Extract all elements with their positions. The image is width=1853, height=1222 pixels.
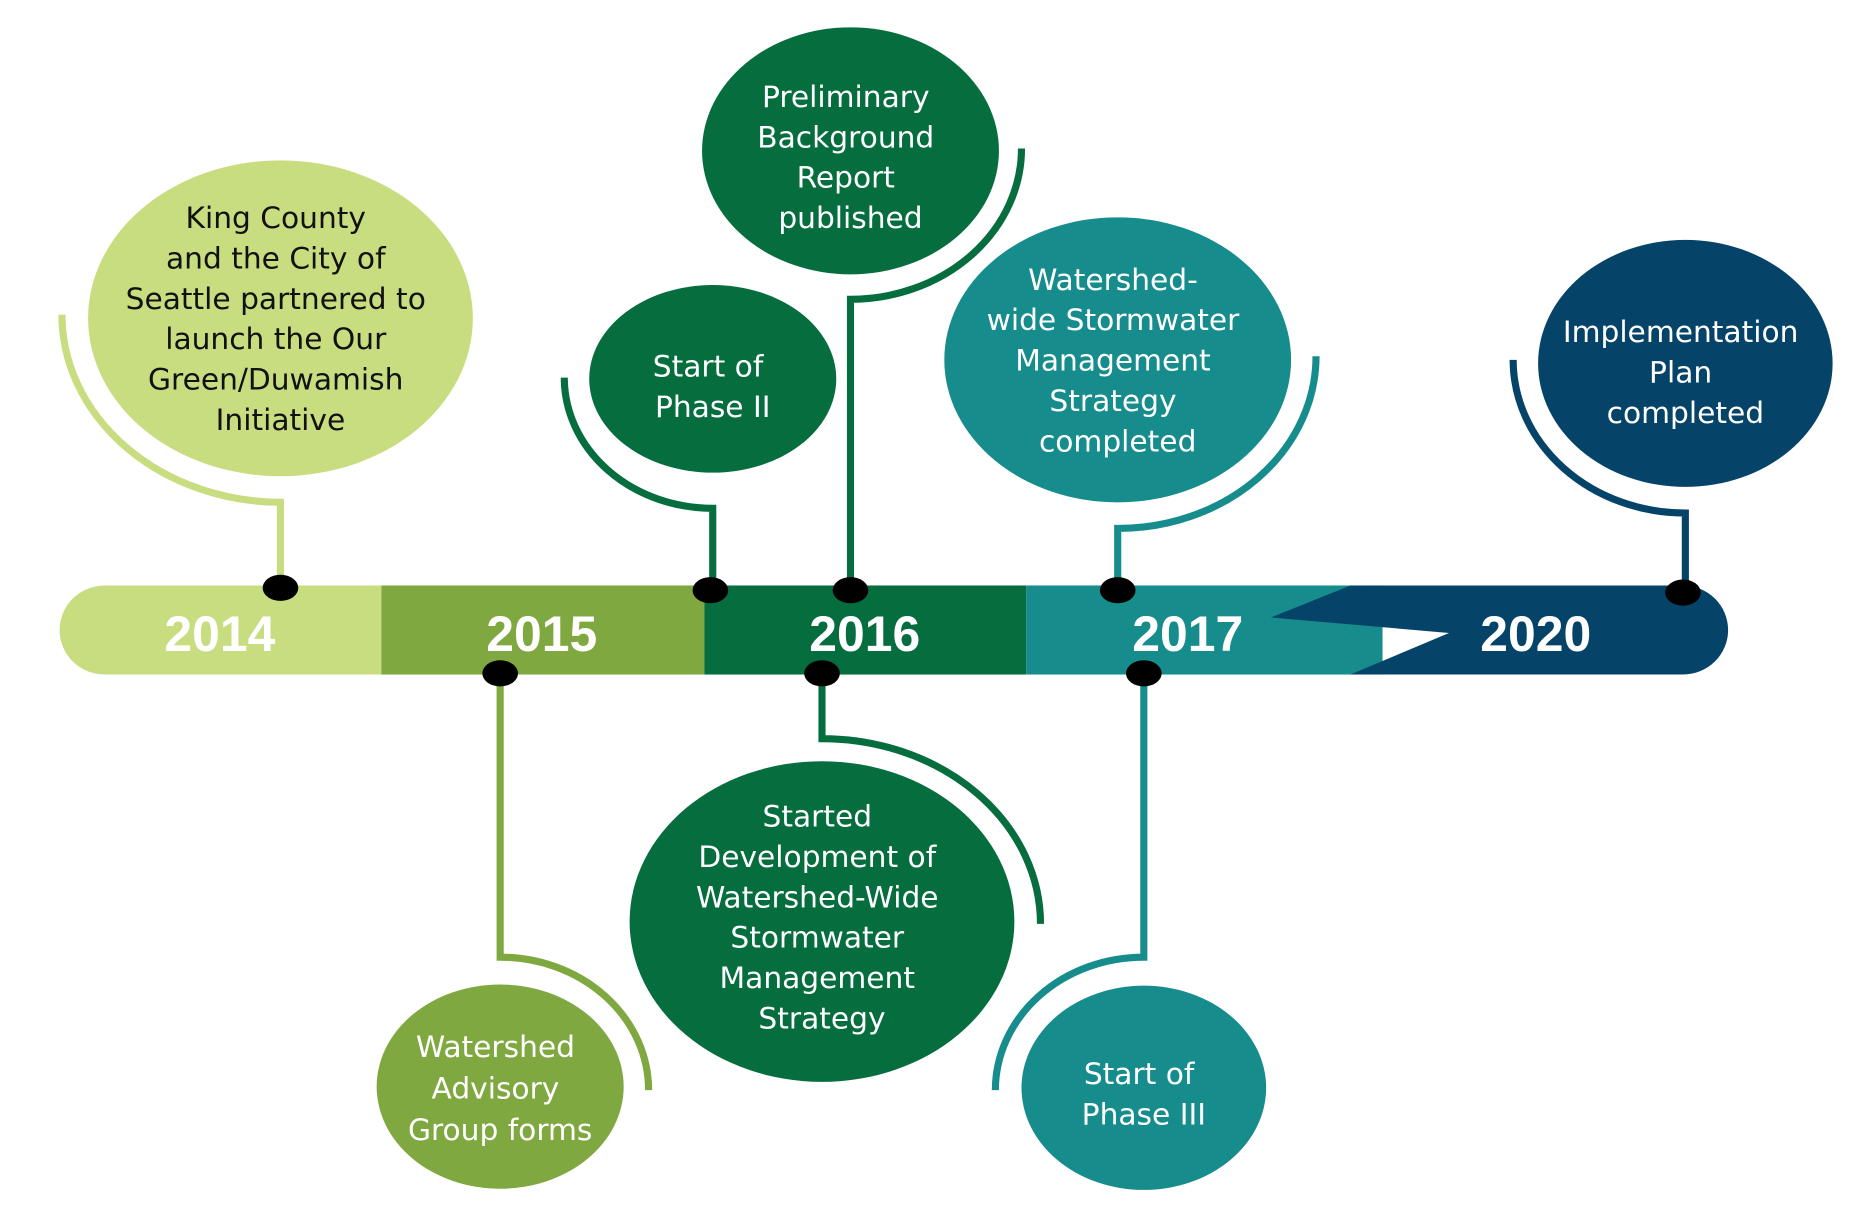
svg-text:Start of Phase III: Start of Phase III bbox=[1082, 1056, 1206, 1131]
timeline-bar: 2014 2015 2016 2017 2020 bbox=[59, 585, 1729, 675]
svg-text:Watershed- wide Stormwat: Watershed- wide Stormwater Management St… bbox=[987, 262, 1249, 459]
connector-5 bbox=[1114, 356, 1320, 591]
marker-dot bbox=[692, 577, 729, 604]
event-bubble-phase-iii: Start of Phase III bbox=[1021, 985, 1267, 1190]
marker-dot bbox=[804, 660, 840, 687]
svg-text:King County and the City: King County and the City of Seattle part… bbox=[126, 200, 436, 437]
svg-text:Started Development of: Started Development of Watershed-Wide St… bbox=[696, 799, 948, 1036]
year-label-2017: 2017 bbox=[1132, 606, 1243, 662]
segment-2016 bbox=[704, 585, 1027, 675]
year-label-2014: 2014 bbox=[164, 606, 275, 662]
connectors bbox=[58, 148, 1689, 1091]
marker-dot bbox=[262, 574, 299, 601]
segment-2020 bbox=[1270, 585, 1729, 675]
event-bubble-strategy-development: Started Development of Watershed-Wide St… bbox=[629, 761, 1015, 1082]
marker-dot bbox=[482, 660, 518, 687]
year-label-2020: 2020 bbox=[1480, 606, 1591, 662]
marker-dot bbox=[1126, 660, 1162, 687]
connector-0 bbox=[58, 314, 285, 588]
event-bubble-background-report: Preliminary Background Report published bbox=[702, 27, 999, 275]
svg-text:Watershed Advisory: Watershed Advisory Group forms bbox=[408, 1029, 592, 1147]
segment-2015 bbox=[381, 585, 705, 675]
svg-text:Preliminary Background: Preliminary Background Report published bbox=[757, 79, 943, 235]
segment-2014 bbox=[59, 585, 382, 675]
connector-2 bbox=[560, 377, 717, 591]
connector-1 bbox=[496, 673, 653, 1091]
connector-3 bbox=[846, 148, 1026, 591]
event-bubble-phase-ii: Start of Phase II bbox=[589, 285, 837, 473]
marker-dot bbox=[832, 577, 869, 604]
connector-7 bbox=[1509, 359, 1689, 593]
connector-4 bbox=[818, 673, 1045, 924]
event-bubble-2014-launch: King County and the City of Seattle part… bbox=[88, 160, 473, 477]
connector-6 bbox=[991, 673, 1148, 1091]
marker-dot bbox=[1665, 579, 1701, 606]
event-bubble-implementation-plan: Implementation Plan completed bbox=[1538, 239, 1833, 487]
svg-text:Implementation Plan: Implementation Plan completed bbox=[1563, 314, 1808, 430]
svg-text:Start of Phase II: Start of Phase II bbox=[653, 348, 773, 423]
event-bubble-advisory-group: Watershed Advisory Group forms bbox=[376, 984, 624, 1189]
year-label-2016: 2016 bbox=[809, 606, 920, 662]
year-label-2015: 2015 bbox=[486, 606, 597, 662]
dots bbox=[262, 574, 1701, 687]
marker-dot bbox=[1099, 577, 1136, 604]
event-bubble-strategy-completed: Watershed- wide Stormwater Management St… bbox=[944, 217, 1292, 503]
